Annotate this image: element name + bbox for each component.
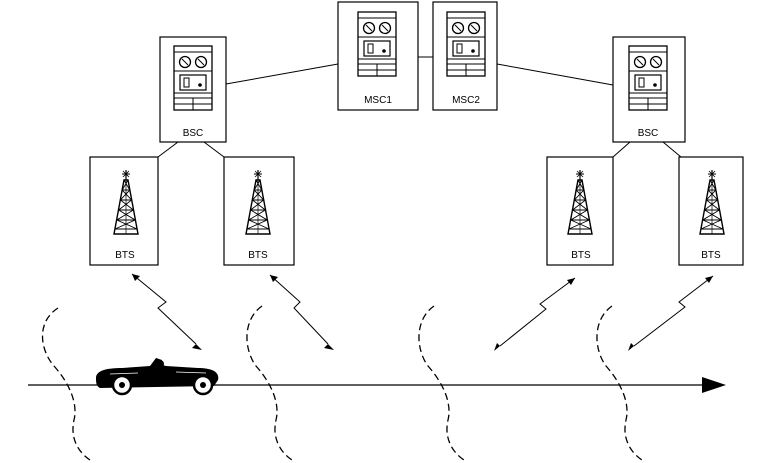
cell-boundary-4	[596, 305, 643, 461]
msc1-label: MSC1	[364, 95, 392, 106]
bsc-left-bts2-link	[203, 141, 225, 158]
bts-1-node: BTS	[89, 156, 159, 266]
radio-link-bts4	[628, 275, 714, 351]
bsc-left-bts1-link	[157, 141, 179, 158]
switch-cabinet-icon	[173, 45, 213, 111]
msc2-bsc-right-link	[496, 63, 614, 86]
bts-2-label: BTS	[248, 250, 268, 261]
msc2-node: MSC2	[432, 1, 498, 111]
bsc-right-bts3-link	[612, 141, 631, 158]
switch-cabinet-icon	[357, 11, 397, 77]
bsc-left-label: BSC	[183, 128, 204, 139]
car-icon	[96, 358, 219, 396]
bts-4-node: BTS	[678, 156, 744, 266]
bts-3-label: BTS	[571, 250, 591, 261]
bsc-right-node: BSC	[612, 36, 686, 143]
cell-boundary-1	[42, 307, 91, 461]
cell-boundary-2	[246, 305, 293, 461]
bts-1-label: BTS	[115, 250, 135, 261]
bsc-left-node: BSC	[159, 36, 227, 143]
msc1-bsc-left-link	[225, 63, 339, 85]
bts-4-label: BTS	[701, 250, 721, 261]
radio-link-bts1	[131, 273, 202, 350]
bsc-right-bts4-link	[662, 141, 682, 158]
bts-3-node: BTS	[546, 156, 614, 266]
switch-cabinet-icon	[446, 11, 486, 77]
radio-link-bts3	[494, 277, 576, 351]
bts-2-node: BTS	[223, 156, 295, 266]
cell-boundary-3	[418, 305, 465, 461]
switch-cabinet-icon	[628, 45, 668, 111]
radio-link-bts2	[269, 274, 334, 350]
msc2-label: MSC2	[452, 95, 480, 106]
bsc-right-label: BSC	[638, 128, 659, 139]
msc1-node: MSC1	[337, 1, 419, 111]
